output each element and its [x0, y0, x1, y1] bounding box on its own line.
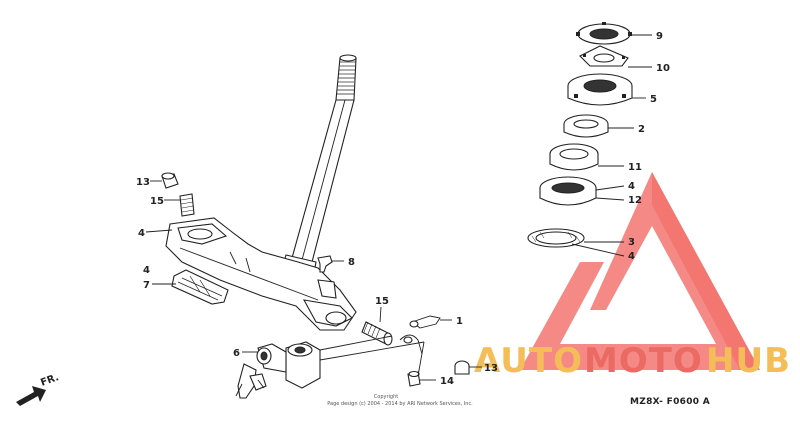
steering-stem — [279, 54, 357, 285]
label-1: 1 — [440, 316, 463, 327]
part-label: 7 — [143, 280, 150, 291]
label-13-lower: 13 — [469, 363, 498, 374]
part-3-lower-race — [527, 228, 585, 248]
watermark-triangle-icon — [520, 172, 760, 370]
label-5: 5 — [632, 94, 657, 105]
front-direction-arrow: FR. — [16, 372, 60, 406]
label-14: 14 — [420, 376, 454, 387]
part-label: 13 — [136, 177, 150, 188]
part-label: 4 — [138, 228, 145, 239]
part-label: 4 — [628, 251, 635, 262]
part-label: 1 — [456, 316, 463, 327]
part-14-nut — [407, 370, 421, 387]
part-label: 5 — [650, 94, 657, 105]
label-8: 8 — [332, 257, 355, 268]
part-label: 13 — [484, 363, 498, 374]
part-label: 8 — [348, 257, 355, 268]
part-label: 12 — [628, 195, 642, 206]
part-9-lock-nut — [576, 22, 632, 45]
part-label: 6 — [233, 348, 240, 359]
part-12-bearing — [539, 176, 597, 206]
part-7-reflector — [171, 269, 229, 305]
copyright-line-2: Page design (c) 2004 - 2014 by ARI Netwo… — [327, 401, 473, 407]
part-label: 14 — [440, 376, 454, 387]
part-label: 15 — [375, 296, 389, 307]
part-label: 4 — [143, 265, 150, 276]
label-15-upper: 15 — [150, 196, 180, 207]
part-label: 11 — [628, 162, 642, 173]
label-3: 3 — [584, 237, 635, 248]
part-label: 15 — [150, 196, 164, 207]
part-8-clip — [317, 255, 333, 273]
label-4-bridge: 4 — [138, 228, 173, 239]
label-15-lower: 15 — [375, 296, 389, 323]
label-2: 2 — [608, 124, 645, 135]
label-4-reflector: 4 — [143, 265, 150, 276]
watermark-logo: AUTO MOTO HUB — [474, 172, 791, 381]
label-13-upper: 13 — [136, 177, 162, 188]
part-2-bearing — [563, 114, 609, 138]
part-6-steering-lock — [235, 341, 321, 399]
part-11-inner-race — [549, 143, 599, 171]
watermark-word-hub: HUB — [706, 341, 791, 381]
part-13-nut-left — [161, 172, 179, 189]
label-12: 12 — [595, 195, 642, 206]
part-label: 3 — [628, 237, 635, 248]
label-11: 11 — [598, 162, 642, 173]
watermark-word-moto: MOTO — [584, 341, 703, 381]
part-1-pin — [399, 315, 441, 355]
label-9: 9 — [630, 31, 663, 42]
label-4-lower: 4 — [571, 243, 635, 262]
label-10: 10 — [628, 63, 670, 74]
label-6: 6 — [233, 348, 258, 359]
part-5-adjusting-nut — [567, 73, 633, 106]
part-label: 10 — [656, 63, 670, 74]
part-label: 2 — [638, 124, 645, 135]
label-4-upper: 4 — [595, 181, 635, 192]
watermark-word-auto: AUTO — [474, 341, 583, 381]
copyright-line-1: Copyright — [374, 394, 398, 400]
part-15-bolt-left — [179, 193, 195, 217]
diagram-code: MZ8X- F0600 A — [630, 397, 710, 407]
part-label: 9 — [656, 31, 663, 42]
label-7: 7 — [143, 280, 176, 291]
bottom-bridge — [165, 217, 357, 331]
part-label: 4 — [628, 181, 635, 192]
fr-label: FR. — [39, 372, 60, 389]
part-10-lock-washer — [579, 45, 629, 67]
part-15-bolt-center — [361, 321, 393, 346]
arrow-icon — [16, 386, 46, 406]
part-13-cap — [454, 360, 470, 375]
